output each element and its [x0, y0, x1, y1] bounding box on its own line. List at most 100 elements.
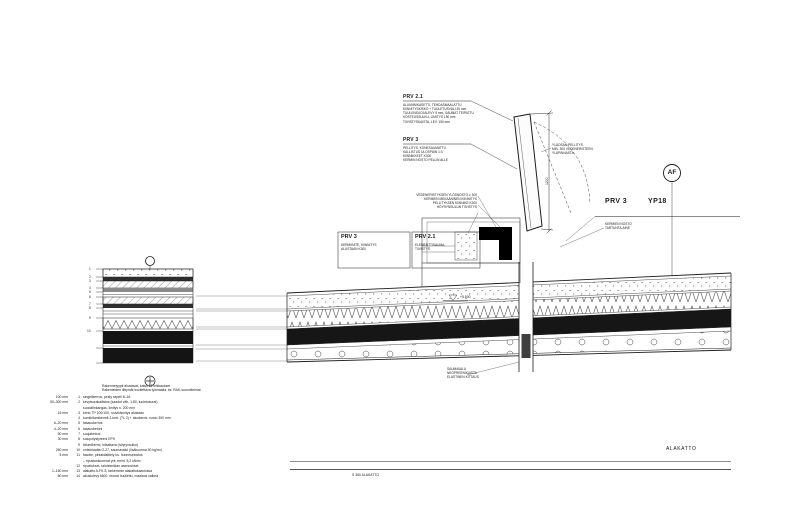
detail-tick-number: 9: [89, 316, 91, 320]
callout-line: PELLITYS, KONESAUMATTU: [403, 146, 446, 150]
legend-size: 80 mm: [57, 474, 68, 479]
callout-line: KERMIN NOSTO PELLIN ALLE: [403, 158, 448, 163]
ceiling-label: ALAKATTO: [666, 446, 697, 452]
note-line: ALUSTAAN K300: [341, 247, 366, 252]
detail-tick-number: 6: [89, 295, 91, 299]
legend-text: ripustukset, talotekniikan asennukset: [83, 463, 139, 468]
legend-text: tasoite, pintakäsittely ks. huoneselostu…: [83, 453, 143, 458]
callout-boxes: [337, 231, 481, 269]
legend-size: 5 mm: [59, 453, 68, 458]
note-line: MIN. 300 VEDENERISTEEN: [552, 147, 593, 152]
legend-size: 16 mm: [57, 410, 68, 415]
legend-size: 100 mm: [55, 395, 68, 399]
note-line: YLÄPINNASTA: [552, 151, 574, 156]
penetration-joint: [518, 262, 534, 372]
roof-type-prv3: PRV 3: [605, 198, 628, 205]
note-line: PELLITYKSEN KIINNIKE K300: [432, 201, 477, 206]
callout-prv3-title: PRV 3: [403, 137, 419, 143]
note-line: KERMIEN MEKAANINEN KIINNITYS: [424, 197, 477, 202]
callout-prv21-title: PRV 2.1: [403, 94, 423, 100]
legend-num: 10: [76, 447, 80, 452]
af-marker-label: AF: [667, 169, 677, 176]
legend-num: 2: [78, 400, 80, 405]
legend-num: 12: [76, 463, 80, 468]
legend-text: solupolystyreeni EPS: [83, 437, 116, 442]
legend-num: 4: [78, 416, 80, 421]
legend-reference-marker: [144, 375, 156, 387]
legend-size: 6–20 mm: [53, 421, 68, 426]
detail-tick-number: 2: [89, 275, 91, 279]
legend-text: bitumikermi, hitsattava (höyrynsulku): [83, 442, 139, 447]
legend-size: 260 mm: [55, 447, 68, 452]
legend-num: 8: [78, 437, 80, 442]
detail-tick-number: 5: [89, 290, 91, 294]
legend-text: tasauskerros: [83, 421, 103, 426]
legend-text: – ripustuskuormat yht. enint. 5,2 kN/m²: [83, 458, 142, 463]
legend-text: kevytsorakallistus (kaadot väh. 1:80, tu…: [83, 400, 158, 405]
note-line: ELASTINEN KITTAUS: [447, 375, 479, 380]
left-detail-ticks: [96, 268, 103, 364]
callout-prv3-lines: PELLITYS, KONESAUMATTU KALLISTUS ULOSPÄI…: [403, 146, 448, 163]
swing-arc-dashed: [533, 121, 591, 214]
legend-num: 1: [78, 395, 80, 399]
legend-intro-line: Rakenteiden liittymät sovitettava työmaa…: [102, 388, 201, 393]
callout-leaders: [403, 100, 605, 376]
detail-tick-number: 1: [89, 267, 91, 271]
legend-text: singelikerros, pesty sepeli 8–16: [83, 395, 131, 399]
detail-tick-number: 10: [87, 329, 91, 333]
legend-num: 3: [78, 410, 80, 415]
panel-note: YLÄOSAN PELLITYS MIN. 300 VEDENERISTEEN …: [552, 143, 593, 155]
callout-line: KIINNITYSKISKO + TUULETUSVÄLI 30 mm: [403, 107, 467, 112]
box-left-lines: KERMIKATE, KIINNITYS ALUSTAAN K300: [341, 243, 377, 251]
callout-line: KOSTEUSSULKU, LIMITYS 150 mm: [403, 115, 456, 120]
legend-intro-line: Rakennetyypit alustavat, katso 11 leikka…: [102, 384, 171, 388]
callout-line: TIIVISTYSKAISTA, LEV. 150 mm: [403, 119, 450, 124]
legend-num: 13: [76, 469, 80, 474]
ceiling-lines: [290, 461, 731, 470]
ceiling-sub-label: S 360 ALAKATTO: [352, 473, 380, 477]
legend-text: kumibitumikermit 2-kert. (TL 2) + aluske…: [83, 416, 171, 421]
af-marker-circle: [663, 164, 681, 276]
legend-num: 14: [76, 474, 80, 479]
detail-tick-number: 8: [89, 306, 91, 310]
callout-line: KIINNIKKEET K300: [403, 154, 432, 159]
callout-line: KALLISTUS ULOSPÄIN 1:3: [403, 150, 443, 155]
legend-text: suojabetoni: [83, 432, 101, 437]
level-mark-label: +5.500: [460, 295, 471, 299]
callout-prv21-lines: ALUMIINIKASETTI, TEHDASMAALATTU KIINNITY…: [403, 103, 474, 124]
tilted-panel: [513, 113, 543, 232]
legend-text: tasausbetoni: [83, 426, 103, 431]
right-note: KERMIEN NOSTO TARTUNTA-AINE: [605, 222, 632, 230]
legend-size: 4–20 mm: [53, 426, 68, 431]
note-line: TARTUNTA-AINE: [605, 226, 630, 231]
callout-line: ALUMIINIKASETTI, TEHDASMAALATTU: [403, 103, 462, 107]
callout-line: TUULENSUOJALEVY 9 mm, SAUMAT TEIPATTU: [403, 111, 474, 116]
legend-size: 1–150 mm: [51, 469, 68, 474]
legend-text: suodatinkangas, limitys n. 200 mm: [83, 405, 136, 410]
legend-row: – ripustuskuormat yht. enint. 5,2 kN/m²: [36, 459, 272, 464]
dimension-1200-label: 1200: [545, 177, 549, 185]
legend-intro: Rakennetyypit alustavat, katso 11 leikka…: [102, 384, 201, 393]
layer-connector-lines: [196, 295, 287, 362]
left-detail-section: [102, 256, 194, 364]
curb-note: VEDENERISTYKSEN YLÖSNOSTO ≥ 300 KERMIEN …: [385, 193, 477, 210]
detail-tick-number: 3: [89, 279, 91, 283]
roof-section: [286, 272, 732, 363]
parapet-curb: [421, 217, 521, 287]
dimension-1200-line: [530, 110, 554, 234]
joint-note: SAUMAVALU NEOPREENIKAISTA ELASTINEN KITT…: [447, 367, 479, 379]
note-line: NEOPREENIKAISTA: [447, 371, 477, 376]
detail-tick-number: 4: [89, 286, 91, 290]
